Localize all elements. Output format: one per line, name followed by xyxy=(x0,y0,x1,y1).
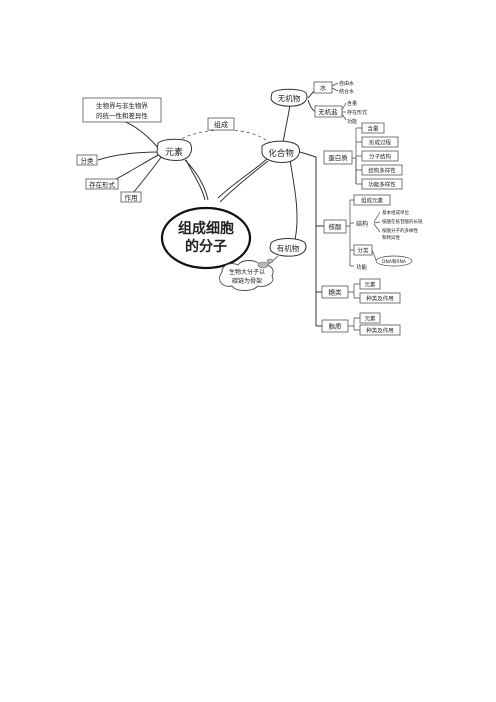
connector-compound-center-2 xyxy=(219,160,269,203)
water-item-bound: 结合水 xyxy=(339,88,354,95)
bracket-sugar xyxy=(348,283,360,299)
element-label: 元素 xyxy=(165,146,183,158)
nucleic-structure-item-4: 和特异性 xyxy=(382,234,400,241)
compound-node xyxy=(261,140,301,163)
nucleic-structure-item-2: 核酸在核苷酸的长链 xyxy=(382,218,423,225)
connector-water-2 xyxy=(331,87,339,92)
element-note-line1: 生物界与非生物界 xyxy=(96,101,149,110)
center-node xyxy=(160,206,252,270)
lipid-box xyxy=(321,319,349,333)
sugar-item-2: 种类及作用 xyxy=(366,295,394,303)
connector-element-center-2 xyxy=(185,159,206,201)
element-branch-zuoyong: 作用 xyxy=(125,193,138,202)
protein-item-2-box xyxy=(361,136,399,148)
element-branch-cunzai: 存在形式 xyxy=(89,180,116,189)
connector-salt-1 xyxy=(341,102,347,111)
connector-compound-center xyxy=(217,157,269,199)
connector-salt-3 xyxy=(341,113,347,121)
salt-box xyxy=(314,105,343,118)
water-item-free: 自由水 xyxy=(339,80,354,87)
element-branch-fenlei: 分类 xyxy=(81,156,95,165)
organic-node xyxy=(269,238,307,257)
nucleic-structure-label: 结构 xyxy=(356,220,368,228)
protein-label: 蛋白质 xyxy=(328,153,348,162)
water-box xyxy=(313,81,333,94)
connector-classification xyxy=(371,249,377,261)
sugar-item-2-box xyxy=(359,292,401,304)
protein-item-1: 含量 xyxy=(367,125,379,133)
protein-item-1-box xyxy=(361,122,385,134)
inorganic-node xyxy=(270,88,308,107)
element-note-line2: 的统一性和差异性 xyxy=(96,111,149,120)
water-label: 水 xyxy=(320,83,327,92)
protein-item-3: 分子结构 xyxy=(369,153,392,161)
nucleic-classification-item: DNA和RNA xyxy=(382,258,407,265)
salt-item-content: 含量 xyxy=(347,100,357,107)
organic-cloud-line1: 生物大分子以 xyxy=(229,268,265,276)
connector-element-note xyxy=(114,117,161,151)
bracket-protein-items xyxy=(355,127,362,185)
nucleic-composition: 组成元素 xyxy=(361,197,384,205)
sugar-box xyxy=(321,285,349,299)
center-title-line2: 的分子 xyxy=(185,238,227,255)
connector-compound-protein xyxy=(299,151,317,158)
bracket-lipid xyxy=(348,317,360,331)
lipid-item-2-box xyxy=(359,324,401,336)
organic-cloud xyxy=(219,260,274,291)
element-branch-fenlei-box xyxy=(76,154,98,166)
inorganic-label: 无机物 xyxy=(278,93,301,103)
protein-item-2: 形成过程 xyxy=(369,139,392,147)
lipid-item-1-box xyxy=(359,312,381,324)
compound-label: 化合物 xyxy=(268,148,294,159)
protein-item-5: 功能多样性 xyxy=(368,181,396,189)
element-branch-zuoyong-box xyxy=(120,191,142,203)
sugar-label: 糖类 xyxy=(329,288,343,297)
protein-item-3-box xyxy=(361,150,399,162)
protein-item-4: 结构多样性 xyxy=(368,167,396,175)
sugar-item-1: 元素 xyxy=(364,281,376,289)
nucleic-function: 功能 xyxy=(356,263,368,271)
nucleic-composition-box xyxy=(353,194,391,206)
protein-box xyxy=(323,150,353,165)
connector-element-fenlei xyxy=(97,151,161,161)
salt-item-function: 功能 xyxy=(347,118,357,125)
protein-item-4-box xyxy=(361,164,403,176)
organic-cloud-line2: 碳链为骨架 xyxy=(232,277,262,285)
organic-label: 有机物 xyxy=(277,243,300,253)
bracket-nucleic xyxy=(346,199,354,267)
lipid-label: 脂质 xyxy=(329,322,343,331)
nucleic-classification: 分类 xyxy=(357,247,369,255)
protein-item-5-box xyxy=(361,178,403,190)
salt-item-form: 存在形式 xyxy=(347,109,367,116)
connector-water-1 xyxy=(331,82,339,87)
nucleic-structure-item-3: 核酸分子的多样性 xyxy=(382,227,418,234)
link-label: 组成 xyxy=(214,120,228,129)
element-node xyxy=(156,138,193,161)
center-title-line1: 组成细胞 xyxy=(178,220,234,237)
cloud-bubble-small xyxy=(266,258,274,264)
nucleic-label: 核酸 xyxy=(329,222,343,231)
dna-rna-ellipse xyxy=(375,255,413,267)
lipid-item-1: 元素 xyxy=(364,315,376,323)
cloud-bubble-large xyxy=(257,261,269,269)
connector-compound-organic xyxy=(289,159,298,241)
nucleic-box xyxy=(323,219,347,234)
nucleic-classification-box xyxy=(353,244,373,256)
link-label-box xyxy=(207,117,235,131)
connector-compound-inorganic xyxy=(282,104,291,144)
nucleic-structure-item-1: 基本组成单位 xyxy=(382,209,409,216)
salt-label: 无机盐 xyxy=(318,107,338,116)
bracket-protein xyxy=(352,157,357,184)
lipid-item-2: 种类及作用 xyxy=(366,327,394,335)
bracket-structure xyxy=(373,211,381,233)
element-note-box xyxy=(82,97,162,123)
sugar-item-1-box xyxy=(359,278,381,290)
element-branch-cunzai-box xyxy=(85,178,119,190)
